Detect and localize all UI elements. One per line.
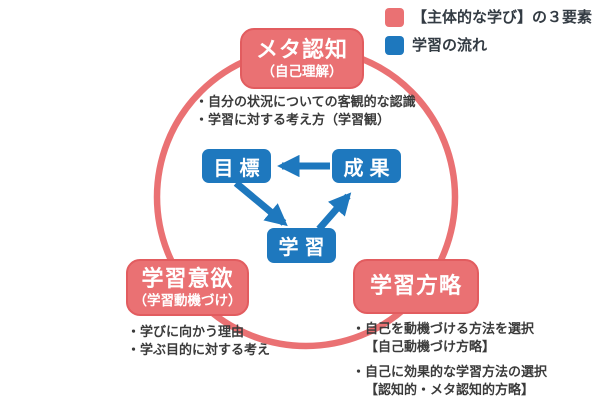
node-metacognition-subtitle: （自己理解） — [261, 64, 343, 80]
note-group: ・自己に効果的な学習方法の選択 【認知的・メタ認知的方略】 — [352, 363, 547, 398]
legend-item-three-elements: 【主体的な学び】の３要素 — [385, 8, 592, 27]
node-metacognition: メタ認知 （自己理解） — [240, 28, 364, 89]
flow-node-result-label: 成果 — [343, 157, 396, 180]
flow-node-goal-label: 目標 — [213, 157, 266, 180]
legend-item-learning-flow: 学習の流れ — [385, 36, 592, 55]
note-tag: 【自己動機づけ方略】 — [365, 338, 496, 354]
legend: 【主体的な学び】の３要素 学習の流れ — [385, 8, 592, 64]
node-strategy: 学習方略 — [353, 259, 479, 314]
flow-node-learning-label: 学習 — [278, 237, 331, 259]
red-swatch-icon — [385, 8, 404, 27]
flow-node-result: 成果 — [332, 149, 401, 183]
notes-motivation: ・学びに向かう理由 ・学ぶ目的に対する考え — [127, 323, 270, 358]
note-group: ・自己を動機づける方法を選択 【自己動機づけ方略】 — [352, 320, 547, 355]
note-line: ・学習に対する考え方（学習観） — [195, 111, 391, 127]
node-motivation-subtitle: （学習動機づけ） — [133, 293, 242, 309]
note-line: ・自己を動機づける方法を選択 — [352, 321, 535, 336]
note-line: ・学ぶ目的に対する考え — [127, 341, 271, 357]
notes-metacognition: ・自分の状況についての客観的な認識 ・学習に対する考え方（学習観） — [195, 93, 416, 128]
blue-swatch-icon — [385, 36, 404, 55]
notes-strategy: ・自己を動機づける方法を選択 【自己動機づけ方略】 ・自己に効果的な学習方法の選… — [352, 320, 547, 406]
legend-label: 学習の流れ — [412, 37, 488, 54]
legend-label: 【主体的な学び】の３要素 — [412, 9, 593, 26]
flow-node-learning: 学習 — [267, 228, 336, 263]
note-line: ・学びに向かう理由 — [127, 324, 245, 339]
note-tag: 【認知的・メタ認知的方略】 — [365, 381, 535, 397]
note-line: ・自分の状況についての客観的な認識 — [195, 94, 416, 109]
flow-node-goal: 目標 — [202, 149, 271, 183]
arrow-goal-to-learning — [233, 180, 288, 227]
node-motivation-title: 学習意欲 — [141, 265, 234, 291]
node-motivation: 学習意欲 （学習動機づけ） — [126, 259, 249, 316]
node-strategy-title: 学習方略 — [369, 273, 462, 299]
arrow-learning-to-result — [316, 192, 352, 232]
node-metacognition-title: メタ認知 — [255, 36, 348, 62]
note-line: ・自己に効果的な学習方法の選択 — [352, 364, 548, 379]
